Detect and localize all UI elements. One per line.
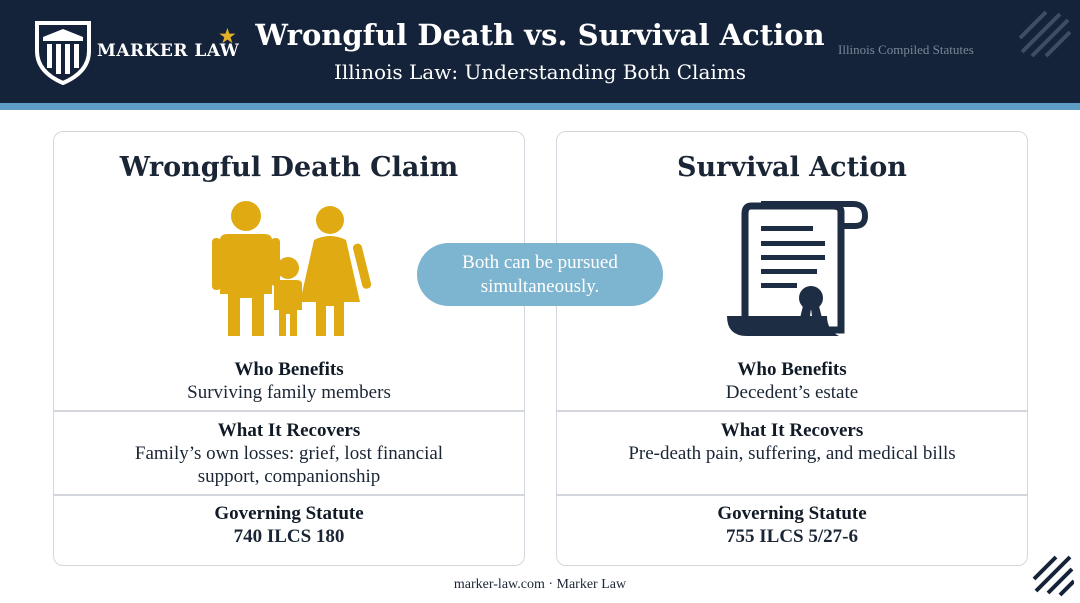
what-it-recovers-line: support, companionship [197,466,381,487]
section-divider [54,494,524,496]
section-divider [557,494,1027,496]
card-title: Survival Action [677,152,907,183]
wrongful-death-card: Wrongful Death Claim Who Benefits Surviv… [53,131,525,566]
what-it-recovers-section: What It Recovers Pre-death pain, sufferi… [557,419,1027,465]
what-it-recovers-section: What It Recovers Family’s own losses: gr… [54,419,524,488]
what-it-recovers-line: Pre-death pain, suffering, and medical b… [628,443,956,464]
governing-statute-value: 740 ILCS 180 [233,526,345,547]
bubble-line: simultaneously. [480,275,600,297]
page-title: Wrongful Death vs. Survival Action [255,18,825,52]
star-icon: ★ [218,24,237,48]
who-benefits-section: Who Benefits Surviving family members [54,358,524,404]
diagonal-stripes-icon [1018,10,1072,58]
governing-statute-label: Governing Statute [717,503,867,524]
statutes-label: Illinois Compiled Statutes [838,42,974,57]
what-it-recovers-label: What It Recovers [217,420,361,441]
governing-statute-value: 755 ILCS 5/27-6 [726,526,858,547]
header-bar: MARKER LAW ★ Wrongful Death vs. Survival… [0,0,1080,103]
legal-document-icon [727,201,869,336]
who-benefits-value: Decedent’s estate [725,382,859,403]
governing-statute-section: Governing Statute 740 ILCS 180 [54,502,524,548]
footer-credit: marker-law.com · Marker Law [453,577,627,592]
who-benefits-label: Who Benefits [737,359,847,380]
page-subtitle: Illinois Law: Understanding Both Claims [334,60,746,84]
who-benefits-section: Who Benefits Decedent’s estate [557,358,1027,404]
what-it-recovers-label: What It Recovers [720,420,864,441]
family-icon [212,201,372,336]
who-benefits-label: Who Benefits [234,359,344,380]
section-divider [557,410,1027,412]
card-title: Wrongful Death Claim [119,152,459,183]
survival-action-card: Survival Action Who Benefits Decedent’s … [556,131,1028,566]
simultaneous-pursuit-bubble: Both can be pursued simultaneously. [417,243,663,306]
governing-statute-section: Governing Statute 755 ILCS 5/27-6 [557,502,1027,548]
header-accent-stripe [0,103,1080,110]
what-it-recovers-line: Family’s own losses: grief, lost financi… [134,443,444,464]
governing-statute-label: Governing Statute [214,503,364,524]
section-divider [54,410,524,412]
pillar-shield-logo-icon [35,21,91,85]
who-benefits-value: Surviving family members [187,382,391,403]
brand-name: MARKER LAW [97,41,240,61]
diagonal-stripes-icon [1032,555,1074,597]
bubble-line: Both can be pursued [462,251,618,273]
